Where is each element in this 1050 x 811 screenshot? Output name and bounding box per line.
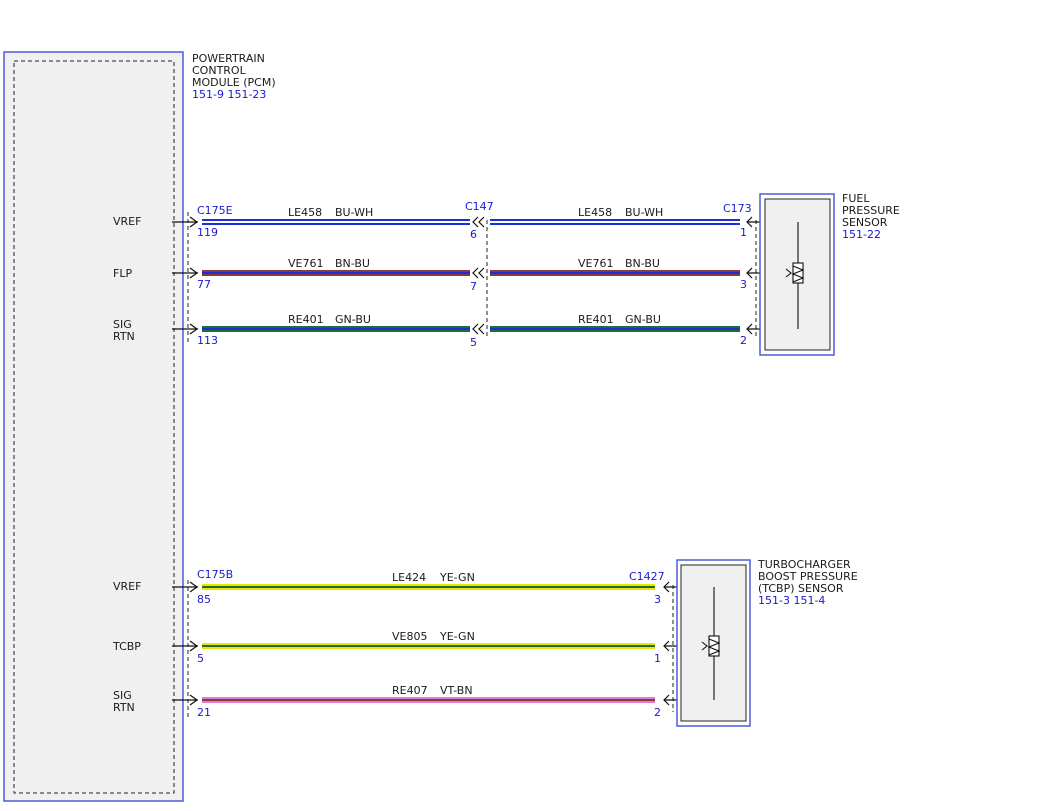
connector-c175b[interactable]: C175B (197, 568, 233, 581)
wire-color-label: YE-GN (439, 571, 475, 584)
mid-pin-number: 7 (470, 280, 477, 293)
fuel-sensor-refs[interactable]: 151-22 (842, 228, 881, 241)
pcm-pin-label-tcbp: TCBP (112, 640, 141, 653)
wire-stripe (490, 328, 740, 330)
sensor-pin-number: 3 (740, 278, 747, 291)
tcbp-sensor-title-line-3: (TCBP) SENSOR (758, 582, 844, 595)
tcbp-wire-2: VE805 YE-GN 5 1 (197, 630, 661, 665)
wire-color-label: BU-WH (625, 206, 663, 219)
sensor-pin-number: 1 (740, 226, 747, 239)
pcm-refs[interactable]: 151-9 151-23 (192, 88, 266, 101)
pcm-pin-number: 85 (197, 593, 211, 606)
wire-stripe (202, 328, 470, 330)
pcm-pin-label-sig-2: SIG (113, 689, 132, 702)
sensor-pin-number: 3 (654, 593, 661, 606)
pcm-module: POWERTRAIN CONTROL MODULE (PCM) 151-9 15… (3, 51, 276, 802)
pcm-pin-label-sig-1: SIG (113, 318, 132, 331)
mid-pin-number: 6 (470, 228, 477, 241)
tcbp-sensor-title-line-2: BOOST PRESSURE (758, 570, 858, 583)
wire-color-label: BN-BU (625, 257, 660, 270)
wire-color-label: BU-WH (335, 206, 373, 219)
sensor-resistor-icon (701, 587, 721, 700)
tcbp-sensor: TURBOCHARGER BOOST PRESSURE (TCBP) SENSO… (676, 558, 858, 727)
wire-circuit-label: LE458 (288, 206, 322, 219)
pcm-pin-label-rtn-2: RTN (113, 701, 135, 714)
wire-color-label: GN-BU (335, 313, 371, 326)
pcm-arrows-tcbp (172, 581, 199, 706)
wire-circuit-label: VE761 (288, 257, 323, 270)
wire-circuit-label: RE401 (288, 313, 324, 326)
pcm-title-line-3: MODULE (PCM) (192, 76, 276, 89)
pcm-inner-dashed-box (13, 60, 175, 794)
wire-color-label: BN-BU (335, 257, 370, 270)
pcm-title-line-1: POWERTRAIN (192, 52, 265, 65)
pcm-title-line-2: CONTROL (192, 64, 247, 77)
pcm-pin-label-flp: FLP (113, 267, 132, 280)
wire-circuit-label: RE401 (578, 313, 614, 326)
fuel-wire-2: VE761 BN-BU VE761 BN-BU 77 7 3 (197, 257, 747, 293)
connector-c1427[interactable]: C1427 (629, 570, 665, 583)
sensor-pin-number: 2 (654, 706, 661, 719)
wire-stripe (490, 272, 740, 274)
sensor-resistor-icon (785, 222, 805, 329)
sensor-pin-number: 1 (654, 652, 661, 665)
sensor-pin-number: 2 (740, 334, 747, 347)
fuel-wire-3: RE401 GN-BU RE401 GN-BU 113 5 2 (197, 313, 747, 349)
pcm-arrows-fuel (172, 216, 199, 335)
connector-c175e[interactable]: C175E (197, 204, 233, 217)
pcm-pin-number: 119 (197, 226, 218, 239)
tcbp-sensor-title-line-1: TURBOCHARGER (757, 558, 851, 571)
pcm-pin-label-rtn-1: RTN (113, 330, 135, 343)
pcm-pin-number: 5 (197, 652, 204, 665)
wire-color-label: GN-BU (625, 313, 661, 326)
tcbp-wire-3: RE407 VT-BN 21 2 (197, 684, 661, 719)
connector-c147[interactable]: C147 (465, 200, 494, 213)
fuel-pressure-sensor: FUEL PRESSURE SENSOR 151-22 (759, 192, 900, 356)
tcbp-sensor-refs[interactable]: 151-3 151-4 (758, 594, 825, 607)
wire-color-label: YE-GN (439, 630, 475, 643)
wire-circuit-label: VE805 (392, 630, 427, 643)
wire-circuit-label: LE458 (578, 206, 612, 219)
c147-chevrons (472, 216, 485, 335)
fuel-sensor-title-line-1: FUEL (842, 192, 870, 205)
wire-stripe (202, 221, 470, 223)
fuel-sensor-title-line-2: PRESSURE (842, 204, 900, 217)
wire-circuit-label: RE407 (392, 684, 428, 697)
connector-c173[interactable]: C173 (723, 202, 752, 215)
wire-stripe (490, 221, 740, 223)
wire-color-label: VT-BN (440, 684, 473, 697)
fuel-wire-1: LE458 BU-WH LE458 BU-WH 119 6 1 (197, 206, 747, 241)
wire-stripe (202, 272, 470, 274)
pcm-pin-number: 113 (197, 334, 218, 347)
pcm-pin-number: 77 (197, 278, 211, 291)
tcbp-wire-1: LE424 YE-GN 85 3 (197, 571, 661, 606)
pcm-pin-label-vref-2: VREF (113, 580, 141, 593)
wire-circuit-label: VE761 (578, 257, 613, 270)
wire-circuit-label: LE424 (392, 571, 426, 584)
pcm-outer-box (3, 51, 184, 802)
pcm-pin-number: 21 (197, 706, 211, 719)
wire-stripe (202, 586, 655, 588)
pcm-pin-label-vref-1: VREF (113, 215, 141, 228)
fuel-sensor-title-line-3: SENSOR (842, 216, 888, 229)
wire-stripe (202, 699, 655, 701)
mid-pin-number: 5 (470, 336, 477, 349)
wire-stripe (202, 645, 655, 647)
